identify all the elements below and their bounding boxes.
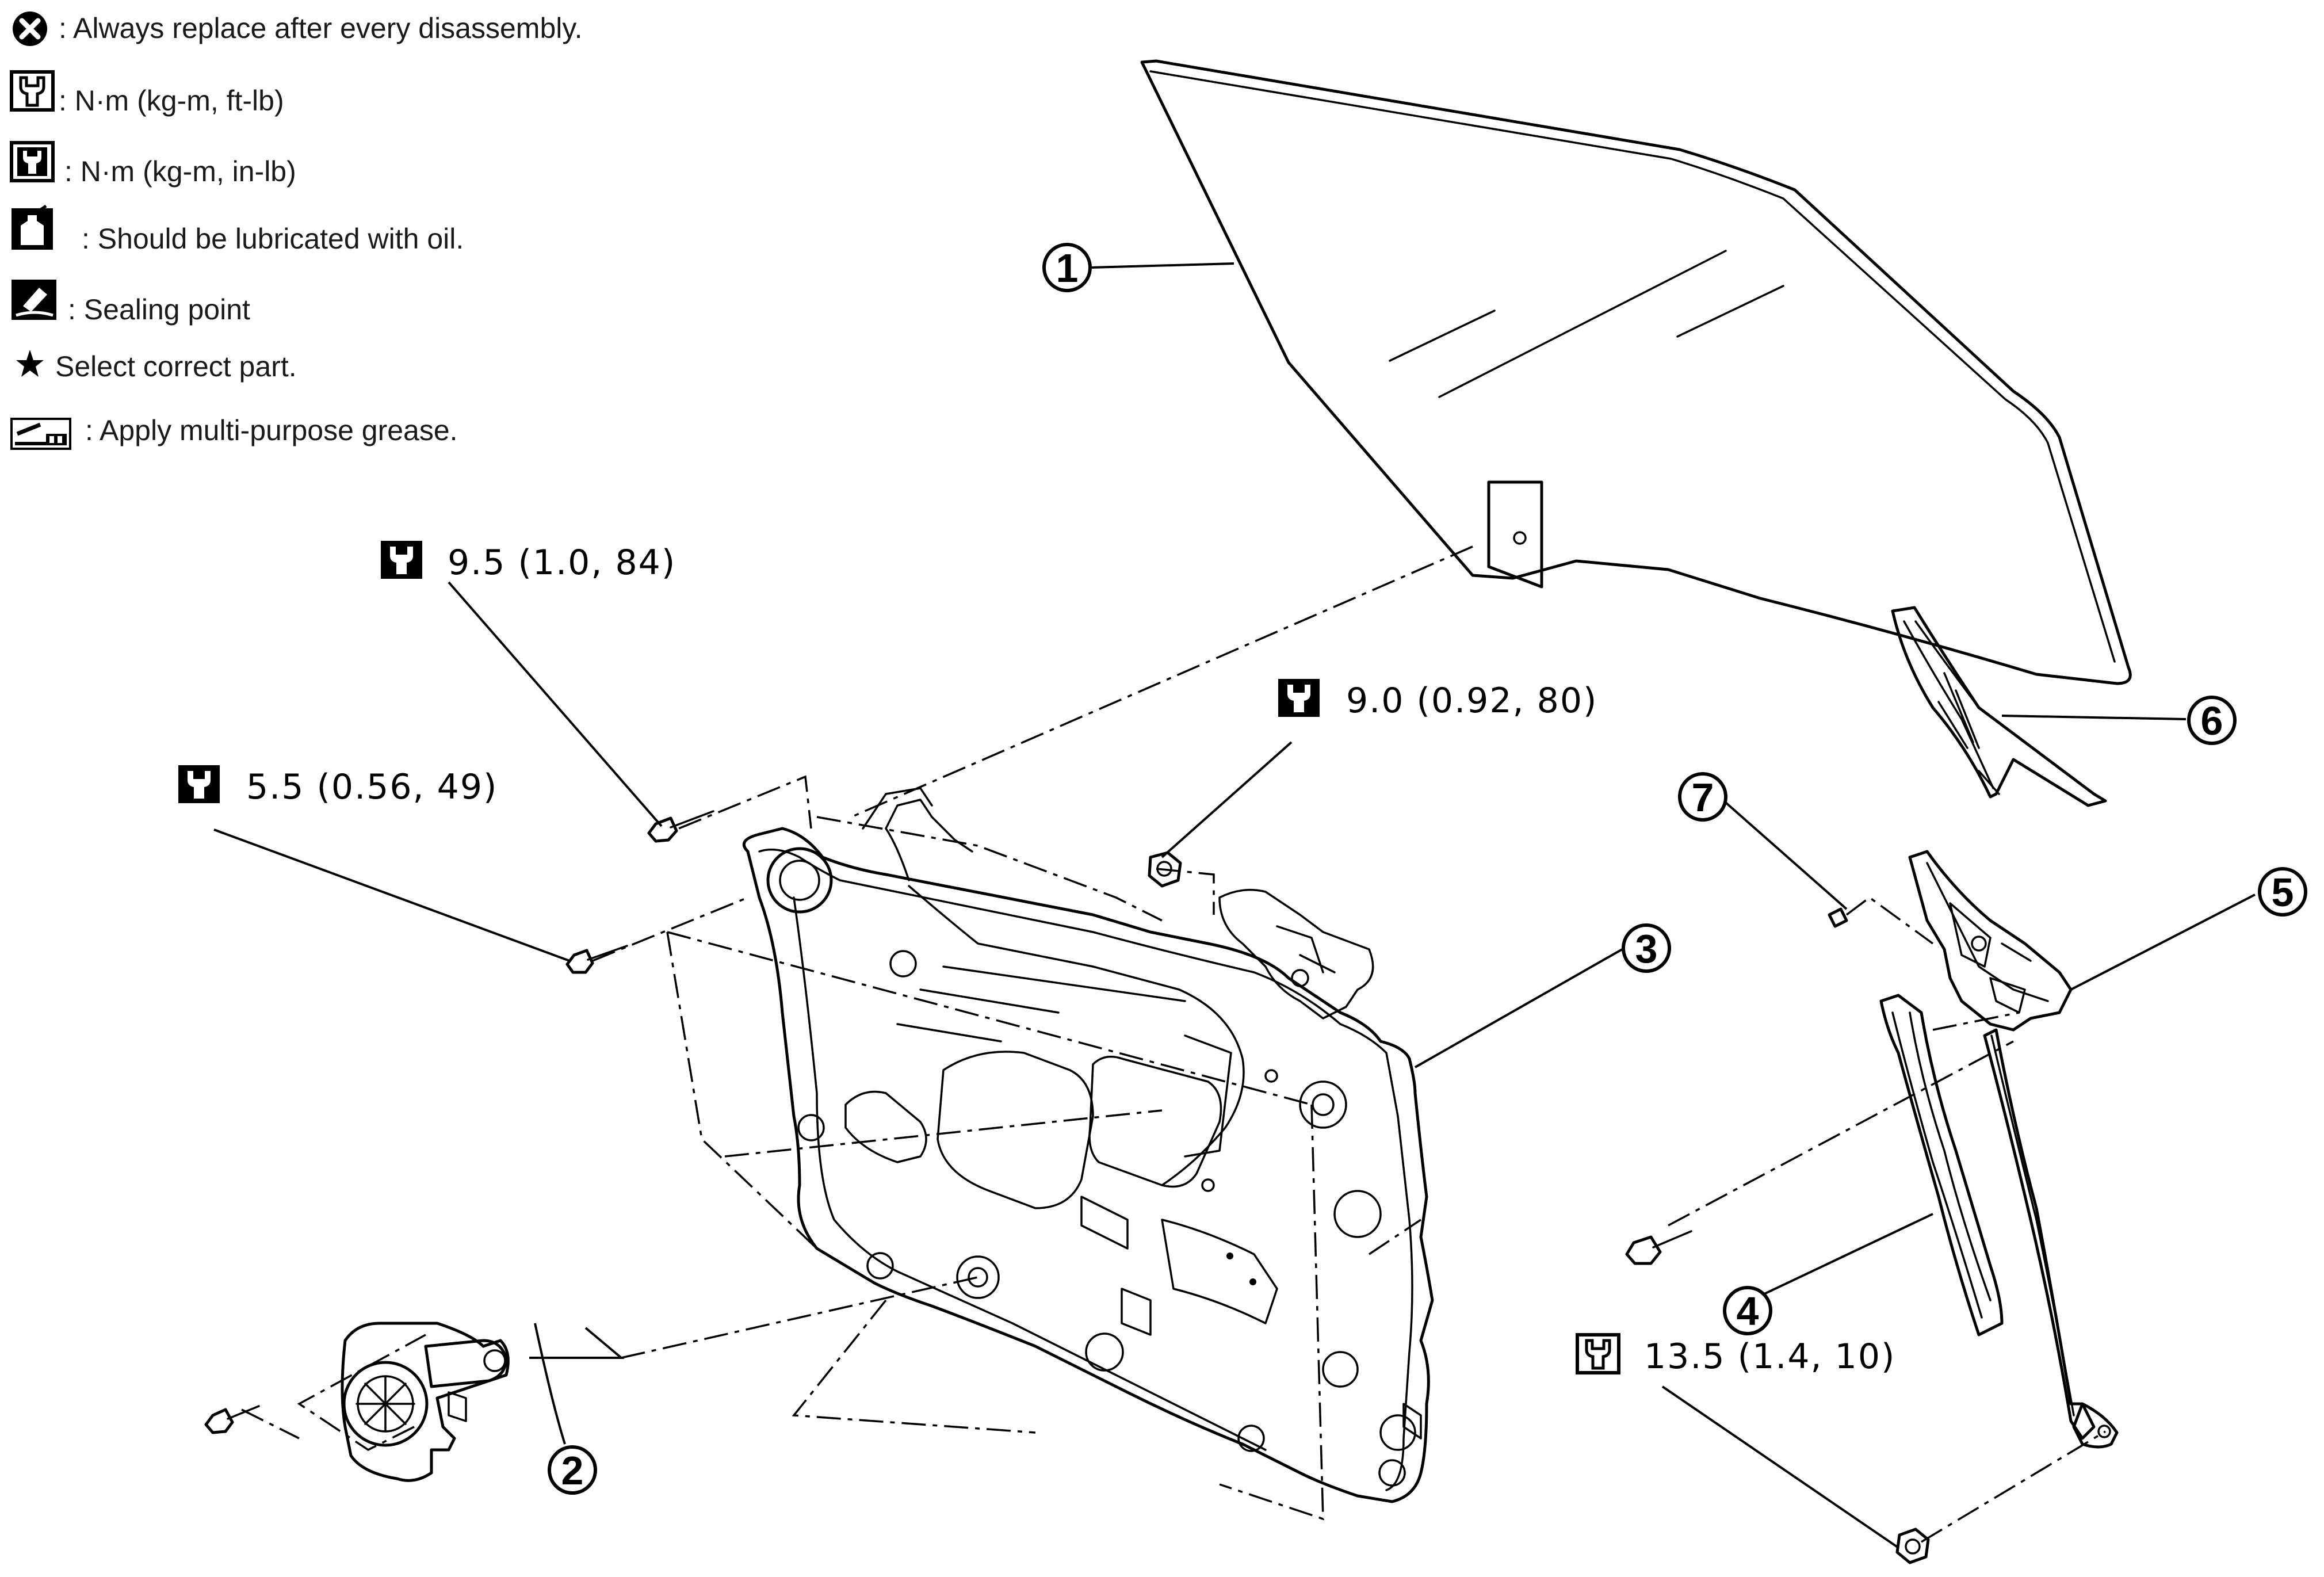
callout-number: 7 <box>1692 775 1714 820</box>
callout-number: 1 <box>1056 246 1079 291</box>
legend-text: : N·m (kg-m, ft-lb) <box>59 85 284 117</box>
wrench-icon <box>12 72 53 110</box>
callout-7: 7 <box>1678 772 1727 822</box>
torque-label-2: 9.0 (0.92, 80) <box>1278 679 1597 721</box>
sealant-icon <box>12 280 56 320</box>
callout-5: 5 <box>2258 867 2307 917</box>
leader-lines <box>213 262 2256 1549</box>
window-motor <box>341 1322 510 1482</box>
torque-label-4: 13.5 (1.4, 10) <box>1577 1335 1895 1377</box>
clip-icon <box>1828 907 1848 928</box>
torque-label-1: 9.5 (1.0, 84) <box>381 541 676 583</box>
rear-sash <box>1908 850 2119 1449</box>
legend-text: : N·m (kg-m, in-lb) <box>64 155 296 188</box>
door-glass <box>1140 59 2132 685</box>
assembly-lines <box>241 545 2106 1543</box>
legend: : Always replace after every disassembly… <box>10 12 583 450</box>
wrench-filled-icon <box>10 141 55 182</box>
x-circle-icon <box>13 12 47 46</box>
wrench-icon <box>1577 1335 1619 1373</box>
legend-text: : Always replace after every disassembly… <box>59 12 583 44</box>
torque-value: 5.5 (0.56, 49) <box>246 767 498 807</box>
legend-text: : Should be lubricated with oil. <box>82 223 464 255</box>
fasteners <box>204 810 1930 1564</box>
bolt-icon <box>565 949 594 974</box>
bolt-icon <box>647 816 678 843</box>
torque-value: 13.5 (1.4, 10) <box>1644 1337 1895 1377</box>
oil-can-icon <box>12 204 53 250</box>
regulator-panel <box>742 787 1434 1503</box>
callout-number: 4 <box>1737 1289 1759 1334</box>
glass-run-channel <box>1879 994 2004 1337</box>
callout-number: 2 <box>561 1448 584 1493</box>
bolt-icon <box>204 1408 234 1434</box>
callout-1: 1 <box>1042 243 1092 292</box>
legend-text: : Sealing point <box>68 293 250 326</box>
callout-6: 6 <box>2187 696 2237 745</box>
bolt-icon <box>1625 1235 1662 1265</box>
nut-icon <box>1895 1528 1930 1564</box>
rear-glass-guide <box>1891 606 2107 807</box>
wrench-filled-icon <box>1278 679 1320 717</box>
callout-4: 4 <box>1723 1286 1772 1335</box>
torque-value: 9.5 (1.0, 84) <box>448 543 676 583</box>
callout-number: 6 <box>2201 698 2223 743</box>
wrench-filled-icon <box>381 541 422 579</box>
callout-3: 3 <box>1622 923 1671 973</box>
legend-text: Select correct part. <box>55 350 297 383</box>
legend-text: : Apply multi-purpose grease. <box>85 414 458 446</box>
star-icon <box>16 350 44 377</box>
torque-value: 9.0 (0.92, 80) <box>1346 681 1597 721</box>
grease-gun-icon <box>10 418 71 450</box>
callout-2: 2 <box>548 1445 597 1495</box>
torque-label-3: 5.5 (0.56, 49) <box>178 765 498 807</box>
callout-number: 3 <box>1635 926 1658 971</box>
callout-number: 5 <box>2272 870 2294 915</box>
wrench-filled-icon <box>178 765 220 803</box>
